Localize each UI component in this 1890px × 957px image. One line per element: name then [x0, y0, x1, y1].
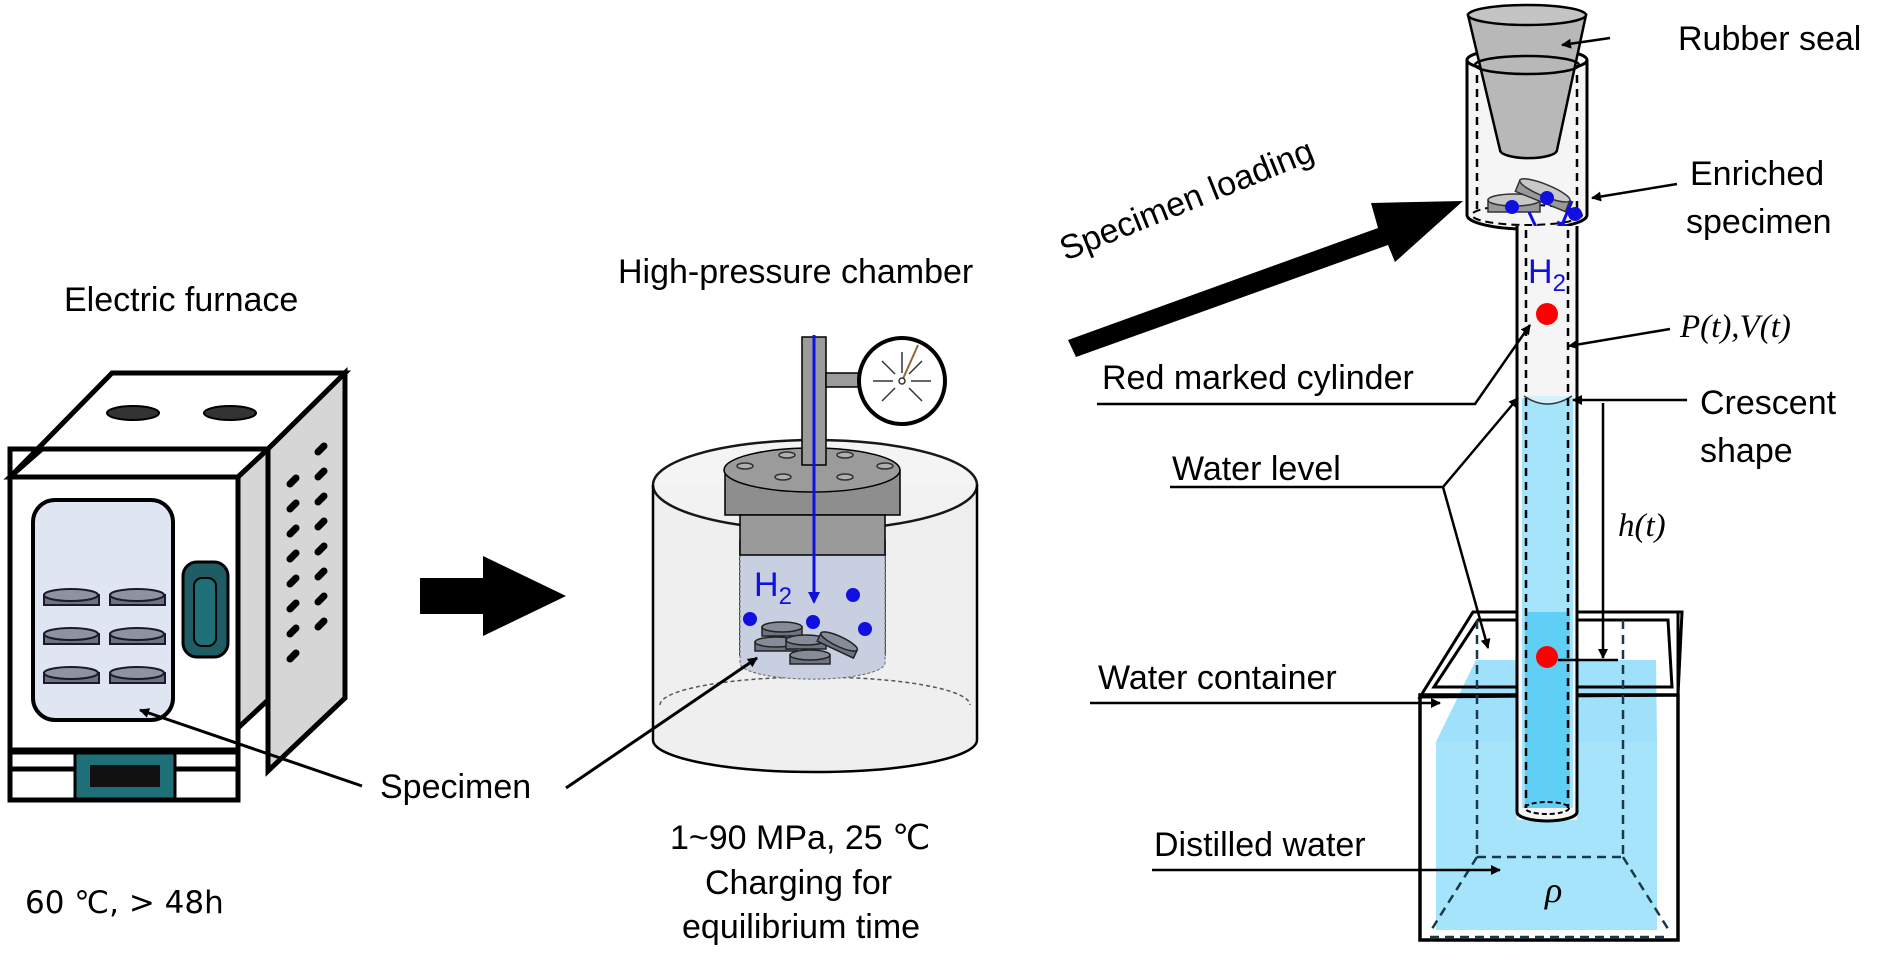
high-pressure-chamber	[565, 335, 979, 790]
red-marker-bottom	[1536, 646, 1558, 668]
chamber-condition-3: equilibrium time	[682, 908, 921, 946]
tube-hydrogen-label: H2	[1528, 255, 1566, 296]
pressure-gauge-icon	[857, 336, 947, 426]
furnace-title: Electric furnace	[64, 281, 299, 319]
hydrogen-symbol: H	[754, 566, 779, 604]
specimen-label: Specimen	[380, 768, 532, 806]
furnace-window	[31, 498, 175, 722]
enriched-specimen-label-1: Enriched	[1690, 155, 1825, 193]
measurement-apparatus	[1090, 3, 1687, 942]
chamber-condition-1: 1~90 MPa, 25 ℃	[670, 819, 931, 857]
chamber-specimens	[754, 621, 859, 665]
hydrogen-subscript: 2	[1552, 270, 1566, 297]
furnace-port	[106, 405, 160, 421]
water-level-label: Water level	[1172, 450, 1341, 488]
furnace-specimens	[43, 588, 166, 684]
pv-label: P(t),V(t)	[1680, 309, 1791, 345]
h-label: h(t)	[1618, 508, 1666, 544]
chamber-hydrogen-label: H2	[754, 568, 792, 609]
red-marker-top	[1536, 303, 1558, 325]
hydrogen-symbol: H	[1528, 253, 1553, 291]
enriched-specimen-label-2: specimen	[1686, 203, 1832, 241]
crescent-shape-label-2: shape	[1700, 432, 1793, 470]
red-marked-cylinder-label: Red marked cylinder	[1102, 359, 1414, 397]
chamber-condition-2: Charging for	[705, 864, 893, 902]
crescent-shape-label-1: Crescent	[1700, 384, 1837, 422]
water-container-label: Water container	[1098, 659, 1337, 697]
furnace-port	[203, 405, 257, 421]
specimen-loading-arrow-icon	[1068, 201, 1463, 357]
density-label: ρ	[1545, 870, 1563, 910]
chamber-title: High-pressure chamber	[618, 253, 974, 291]
hydrogen-molecules	[743, 588, 872, 636]
rubber-seal-label: Rubber seal	[1678, 20, 1862, 58]
specimen-pointer-furnace	[139, 708, 363, 788]
furnace-vents	[286, 442, 328, 663]
hydrogen-subscript: 2	[778, 583, 792, 610]
distilled-water-label: Distilled water	[1154, 826, 1366, 864]
electric-furnace	[3, 367, 363, 803]
specimen-pointer-chamber	[565, 656, 758, 790]
rubber-seal	[1466, 13, 1588, 160]
process-arrow-icon	[420, 556, 566, 636]
furnace-condition: 60 ℃, > 48h	[25, 885, 224, 921]
